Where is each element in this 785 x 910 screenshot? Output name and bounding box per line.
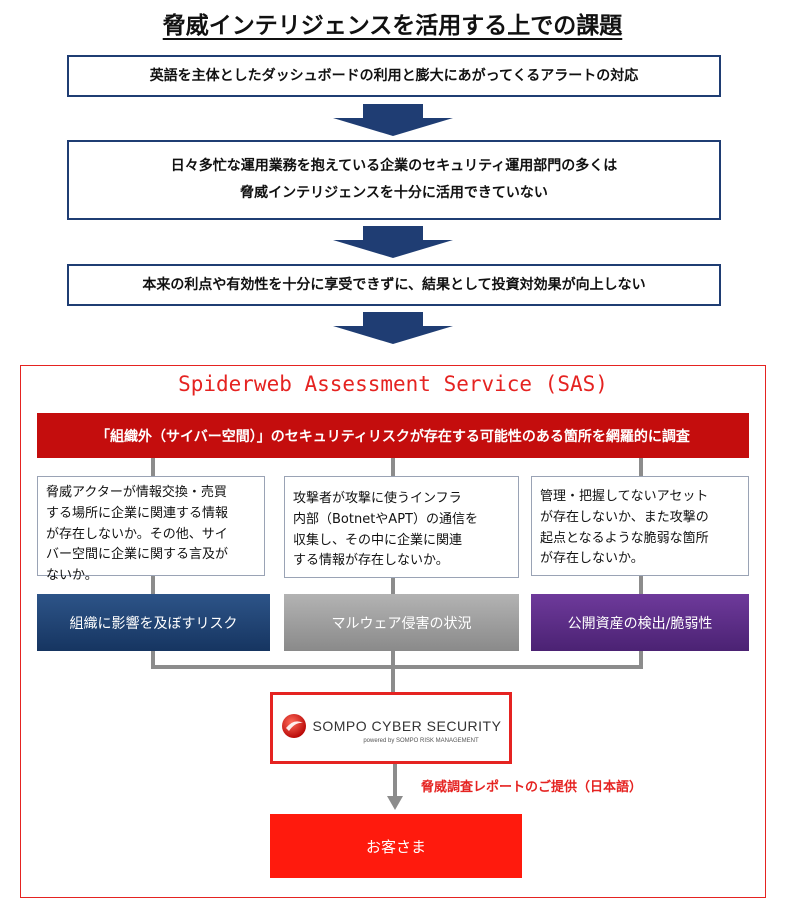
step-1-text: 英語を主体としたダッシュボードの利用と膨大にあがってくるアラートの対応: [149, 67, 639, 84]
company-powered-by: powered by SOMPO RISK MANAGEMENT: [363, 737, 479, 744]
category-public-assets: 公開資産の検出/脆弱性: [531, 594, 749, 651]
description-box-1: 脅威アクターが情報交換・売買 する場所に企業に関連する情報 が存在しないか。その…: [37, 476, 265, 583]
customer-box: お客さま: [270, 814, 522, 878]
step-2-line-1: 日々多忙な運用業務を抱えている企業のセキュリティ運用部門の多くは: [170, 158, 618, 175]
down-arrow-icon: [333, 104, 453, 136]
description-line: が存在しないか。その他、サイ: [46, 526, 228, 542]
category-organization-risk: 組織に影響を及ぼすリスク: [37, 594, 270, 651]
service-title: Spiderweb Assessment Service (SAS): [178, 372, 608, 396]
description-line: バー空間に企業に関する言及が: [46, 547, 229, 563]
challenge-step-3: 本来の利点や有効性を十分に享受できずに、結果として投資対効果が向上しない: [67, 264, 721, 306]
service-banner: 「組織外（サイバー空間）」のセキュリティリスクが存在する可能性のある箇所を網羅的…: [37, 413, 749, 458]
description-box-3: 管理・把握してないアセット が存在しないか、また攻撃の 起点となるような脆弱な箇…: [531, 476, 749, 576]
description-line: が存在しないか、また攻撃の: [540, 509, 709, 525]
down-arrow-icon: [333, 312, 453, 344]
description-line: 脅威アクターが情報交換・売買: [46, 485, 227, 500]
description-line: する情報が存在しないか。: [293, 553, 449, 569]
category-label: 公開資産の検出/脆弱性: [567, 615, 713, 632]
company-logo-box: SOMPO CYBER SECURITY powered by SOMPO RI…: [270, 692, 512, 764]
description-line: 管理・把握してないアセット: [540, 489, 709, 504]
description-line: 起点となるような脆弱な箇所: [540, 530, 709, 546]
service-frame: [20, 365, 766, 898]
description-box-2: 攻撃者が攻撃に使うインフラ 内部（BotnetやAPT）の通信を 収集し、その中…: [284, 476, 519, 578]
challenge-step-1: 英語を主体としたダッシュボードの利用と膨大にあがってくるアラートの対応: [67, 55, 721, 97]
banner-text: 「組織外（サイバー空間）」のセキュリティリスクが存在する可能性のある箇所を網羅的…: [96, 428, 690, 445]
description-line: する場所に企業に関連する情報: [46, 505, 229, 521]
sompo-logo-icon: [281, 713, 306, 738]
category-label: マルウェア侵害の状況: [331, 615, 472, 632]
description-line: ないか。: [46, 568, 98, 584]
description-line: 攻撃者が攻撃に使うインフラ: [293, 491, 462, 506]
company-name: SOMPO CYBER SECURITY: [312, 717, 502, 734]
description-line: 内部（BotnetやAPT）の通信を: [293, 511, 478, 527]
description-line: 収集し、その中に企業に関連: [293, 532, 463, 548]
category-malware-infection: マルウェア侵害の状況: [284, 594, 519, 651]
category-label: 組織に影響を及ぼすリスク: [69, 615, 238, 632]
report-label: 脅威調査レポートのご提供（日本語）: [421, 780, 643, 795]
challenge-step-2: 日々多忙な運用業務を抱えている企業のセキュリティ運用部門の多くは 脅威インテリジ…: [67, 140, 721, 220]
down-arrow-icon: [333, 226, 453, 258]
step-2-line-2: 脅威インテリジェンスを十分に活用できていない: [240, 185, 548, 201]
step-3-text: 本来の利点や有効性を十分に享受できずに、結果として投資対効果が向上しない: [142, 276, 646, 293]
page-title: 脅威インテリジェンスを活用する上での課題: [162, 13, 623, 39]
customer-label: お客さま: [365, 837, 426, 856]
description-line: が存在しないか。: [540, 551, 644, 567]
